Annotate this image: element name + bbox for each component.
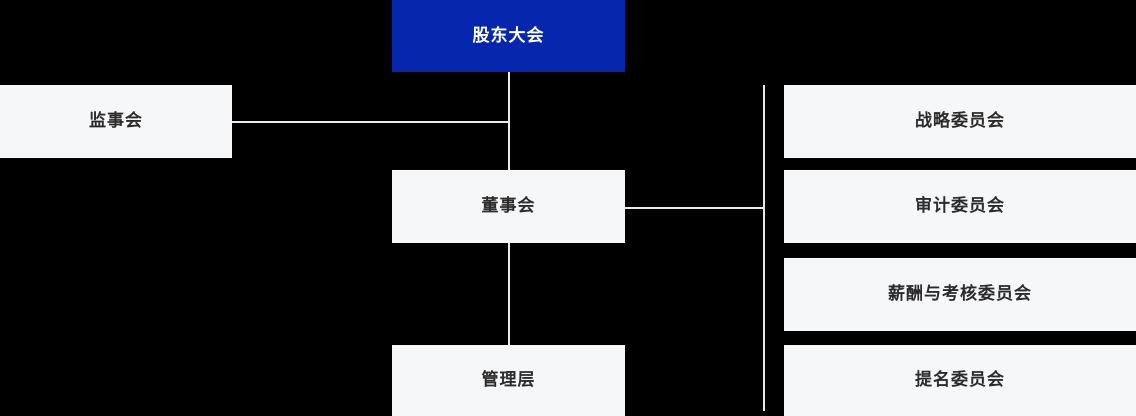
node-shareholders-meeting[interactable]: 股东大会 — [392, 0, 625, 72]
node-compensation-appraisal-committee-label: 薪酬与考核委员会 — [888, 284, 1032, 304]
node-audit-committee-label: 审计委员会 — [915, 196, 1005, 216]
node-management-label: 管理层 — [481, 370, 536, 390]
node-strategy-committee-label: 战略委员会 — [915, 111, 1005, 131]
node-audit-committee[interactable]: 审计委员会 — [784, 170, 1136, 243]
node-board-of-directors[interactable]: 董事会 — [392, 170, 625, 243]
node-nomination-committee-label: 提名委员会 — [915, 370, 1005, 390]
node-compensation-appraisal-committee[interactable]: 薪酬与考核委员会 — [784, 258, 1136, 331]
node-management[interactable]: 管理层 — [392, 345, 625, 416]
node-strategy-committee[interactable]: 战略委员会 — [784, 85, 1136, 158]
node-nomination-committee[interactable]: 提名委员会 — [784, 345, 1136, 416]
connector-to-board-of-supervisors — [232, 121, 509, 123]
connector-directors-to-management — [508, 243, 510, 345]
connector-directors-to-committees — [625, 207, 764, 209]
node-board-of-directors-label: 董事会 — [481, 196, 536, 216]
connector-shareholders-to-directors — [508, 72, 510, 170]
node-board-of-supervisors[interactable]: 监事会 — [0, 85, 232, 158]
node-board-of-supervisors-label: 监事会 — [89, 111, 143, 131]
connector-committee-spine — [763, 85, 765, 411]
node-shareholders-meeting-label: 股东大会 — [472, 25, 545, 45]
